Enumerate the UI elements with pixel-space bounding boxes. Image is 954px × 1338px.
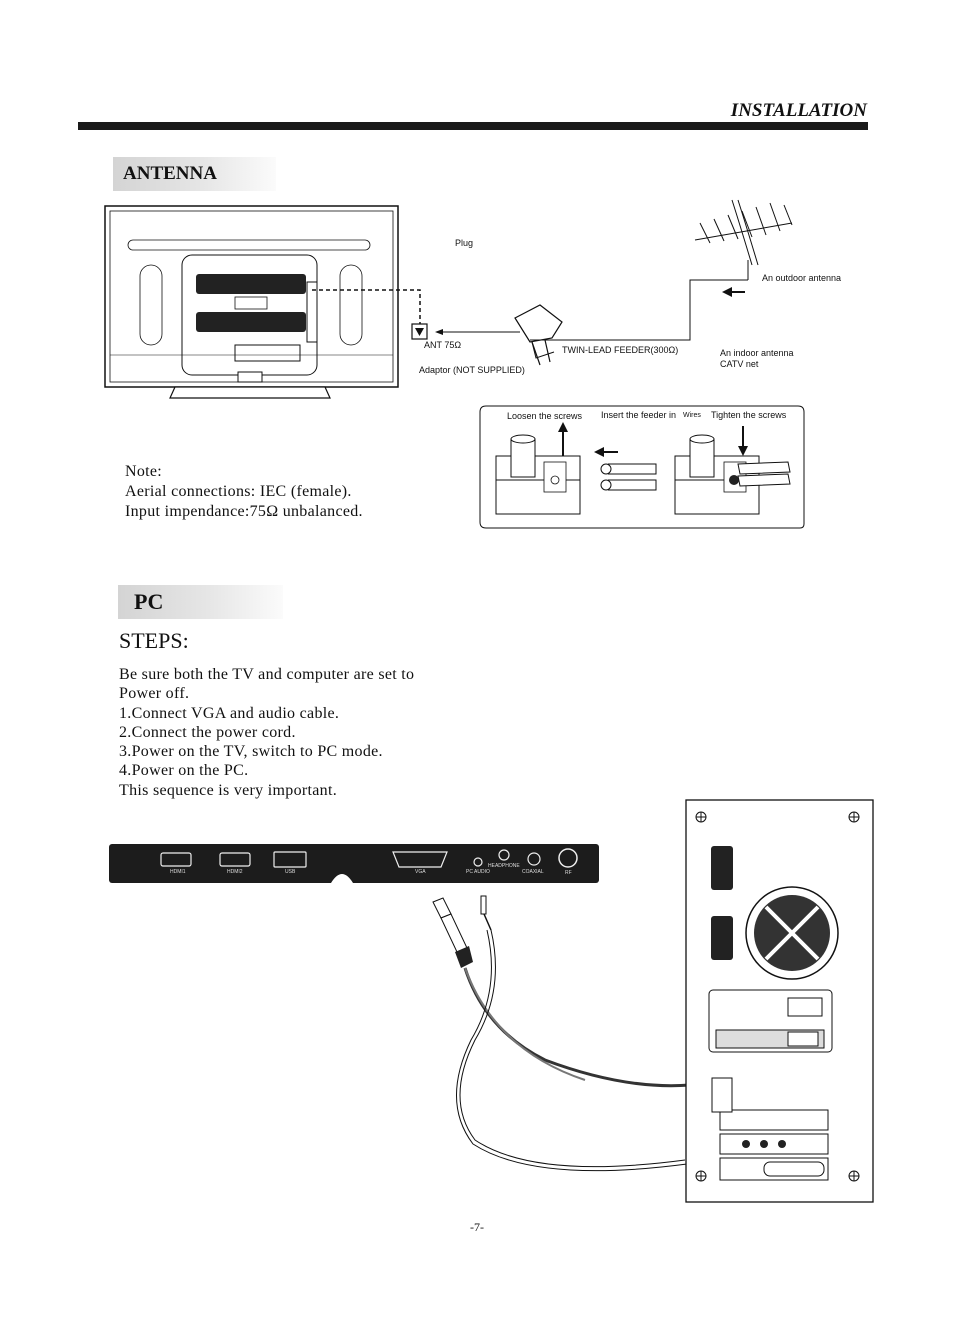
step-line: 1.Connect VGA and audio cable. xyxy=(119,704,340,722)
step-line: 3.Power on the TV, switch to PC mode. xyxy=(119,743,383,761)
step-line: 4.Power on the PC. xyxy=(119,762,249,780)
tv-rear-illustration xyxy=(104,205,399,399)
outdoor-antenna-label: An outdoor antenna xyxy=(762,273,842,283)
port-label-pc-audio: PC AUDIO xyxy=(466,869,490,875)
antenna-note: Note: Aerial connections: IEC (female). … xyxy=(125,462,363,522)
note-heading: Note: xyxy=(125,463,163,480)
port-label-headphone: HEADPHONE xyxy=(488,863,520,869)
section-header-title: INSTALLATION xyxy=(730,100,867,121)
port-label-hdmi1: HDMI1 xyxy=(170,869,186,875)
adaptor-label: Adaptor (NOT SUPPLIED) xyxy=(419,365,525,375)
step-line: 2.Connect the power cord. xyxy=(119,723,296,741)
port-label-rf: RF xyxy=(565,870,572,876)
tighten-screws-label: Tighten the screws xyxy=(711,410,787,420)
pc-section-label: PC xyxy=(134,589,164,614)
note-line-impedance: Input impendance:75Ω unbalanced. xyxy=(125,503,363,520)
antenna-section-box: ANTENNA xyxy=(113,157,276,191)
indoor-antenna-label: An indoor antenna xyxy=(720,348,794,358)
wires-label: Wires xyxy=(683,412,701,419)
ant-terminal xyxy=(411,323,520,340)
outdoor-antenna-illustration xyxy=(530,199,793,341)
port-label-vga: VGA xyxy=(415,869,426,875)
loosen-screws-label: Loosen the screws xyxy=(507,411,583,421)
note-line-aerial: Aerial connections: IEC (female). xyxy=(125,483,352,500)
antenna-dashed-connector xyxy=(312,289,421,325)
plug-label: Plug xyxy=(455,238,474,248)
port-label-coaxial: COAXIAL xyxy=(522,869,544,875)
pc-tower-rear xyxy=(685,799,874,1203)
antenna-section-label: ANTENNA xyxy=(123,163,217,184)
steps-list: Be sure both the TV and computer are set… xyxy=(119,665,414,800)
pc-section-box: PC xyxy=(118,585,283,619)
port-label-hdmi2: HDMI2 xyxy=(227,869,243,875)
step-line: This sequence is very important. xyxy=(119,781,337,799)
port-label-usb: USB xyxy=(285,869,296,875)
feeder-instruction-panel xyxy=(479,405,805,529)
step-line: Be sure both the TV and computer are set… xyxy=(119,666,415,683)
insert-feeder-label: Insert the feeder in xyxy=(601,410,677,420)
twin-lead-label: TWIN-LEAD FEEDER(300Ω) xyxy=(562,345,679,355)
header-rule xyxy=(78,122,868,130)
adaptor-plug-illustration xyxy=(514,304,563,366)
vga-audio-cables xyxy=(432,895,691,1172)
steps-title: STEPS: xyxy=(119,628,189,653)
page-number: -7- xyxy=(470,1220,484,1234)
tv-port-panel xyxy=(109,844,599,883)
step-line: Power off. xyxy=(119,685,190,703)
catv-net-label: CATV net xyxy=(720,359,759,369)
ant-label: ANT 75Ω xyxy=(424,340,462,350)
